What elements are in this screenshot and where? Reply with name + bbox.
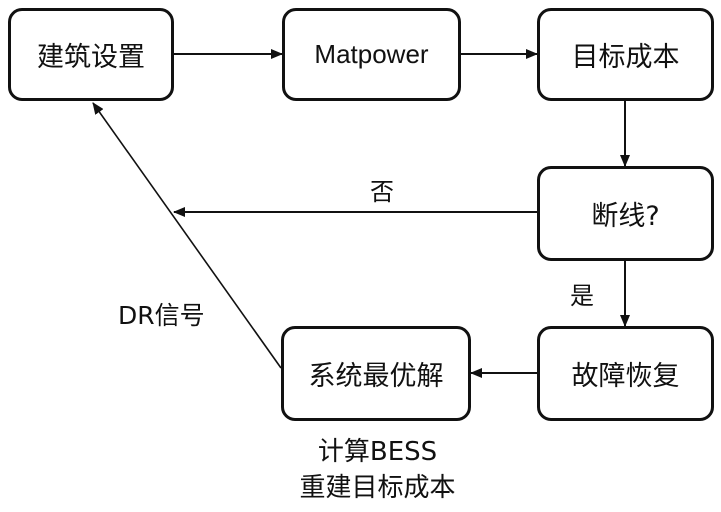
system-optimum-note: 计算BESS 重建目标成本 [270, 434, 485, 506]
node-building-setup-label: 建筑设置 [37, 42, 145, 73]
node-matpower-label: Matpower [314, 39, 429, 69]
edge-dr-signal [92, 102, 282, 369]
node-fault-recovery-label: 故障恢复 [571, 361, 680, 392]
note-line-2: 重建目标成本 [299, 473, 456, 503]
node-line-break-label: 断线? [591, 201, 660, 232]
node-system-optimum-label: 系统最优解 [308, 361, 444, 392]
node-target-cost-label: 目标成本 [571, 42, 680, 73]
edge-label-dr-signal: DR信号 [118, 301, 205, 330]
node-line-break: 断线? [537, 166, 714, 261]
node-fault-recovery: 故障恢复 [537, 326, 714, 421]
node-system-optimum: 系统最优解 [281, 326, 471, 421]
node-building-setup: 建筑设置 [8, 8, 174, 101]
node-matpower: Matpower [282, 8, 461, 101]
edge-label-yes: 是 [570, 282, 594, 310]
note-line-1: 计算BESS [317, 437, 438, 467]
edge-label-no: 否 [370, 178, 394, 206]
node-target-cost: 目标成本 [537, 8, 714, 101]
